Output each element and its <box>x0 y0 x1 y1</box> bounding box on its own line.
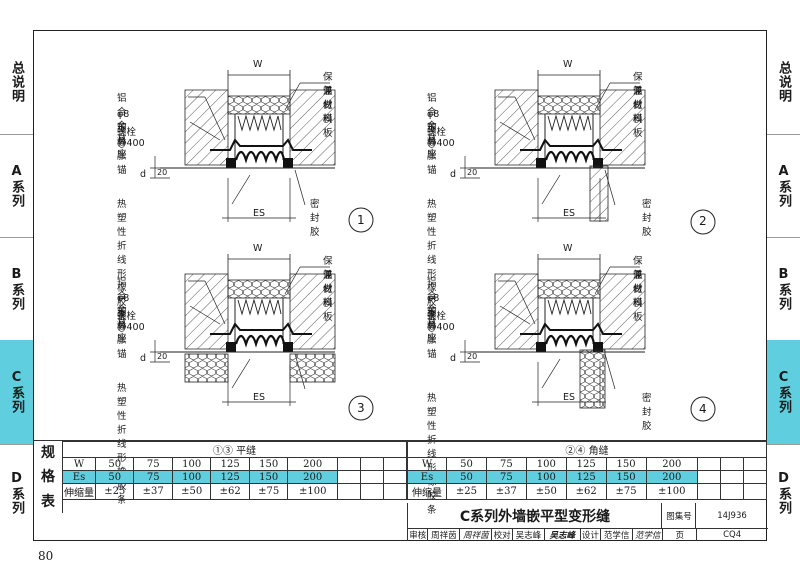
page-number: 80 <box>38 549 54 563</box>
label-insulation: 保温材料 <box>633 72 643 125</box>
label-w: W <box>563 59 573 70</box>
detail-1 <box>148 68 374 233</box>
label-formwork: 兼做模板 <box>323 270 333 323</box>
spec-corner-title: ②④ 角缝 <box>407 441 767 458</box>
side-tab-a[interactable]: A系列 <box>767 134 800 238</box>
detail-2 <box>458 68 716 235</box>
label-w: W <box>563 243 573 254</box>
side-tab-general[interactable]: 总说明 <box>0 30 33 135</box>
label-base: 铝合金基座 <box>117 93 127 160</box>
label-d: d <box>450 353 457 364</box>
drawing-frame <box>33 30 767 541</box>
side-tab-c[interactable]: C系列 <box>767 340 800 445</box>
label-20: 20 <box>467 168 478 177</box>
label-formwork: 兼做模板 <box>323 86 333 139</box>
detail-number: 3 <box>357 401 365 415</box>
label-d: d <box>450 169 457 180</box>
side-tab-d[interactable]: D系列 <box>9 470 24 515</box>
side-nav-right: 总说明 A系列 B系列 C系列 D系列 <box>767 30 800 541</box>
detail-4 <box>458 252 716 422</box>
label-anchor: φ8塑料胀锚 <box>117 109 130 176</box>
signature-row: 审核 周祥茵 周祥茵 校对 吴志峰 吴志峰 设计 范学信 范学信 页 CQ4 <box>407 528 767 541</box>
label-es: ES <box>253 392 266 403</box>
label-seal: 密封胶 <box>642 393 652 432</box>
detail-3 <box>148 252 374 421</box>
side-tab-a[interactable]: A系列 <box>0 134 33 238</box>
spec-table-label: 规 格 表 <box>34 440 63 513</box>
detail-number: 4 <box>699 402 707 416</box>
spec-top-rule <box>34 440 767 441</box>
title-block: C系列外墙嵌平型变形缝 图集号 14J936 审核 周祥茵 周祥茵 校对 吴志峰… <box>407 503 768 541</box>
label-es: ES <box>253 208 266 219</box>
label-es: ES <box>563 208 576 219</box>
label-bolt: 螺栓@400 <box>117 311 145 333</box>
side-nav-left: 总说明 A系列 B系列 C系列 D系列 <box>0 30 33 541</box>
label-w: W <box>253 59 263 70</box>
detail-number: 2 <box>699 214 707 228</box>
label-anchor: φ8塑料胀锚 <box>427 293 440 360</box>
label-20: 20 <box>467 352 478 361</box>
side-tab-c[interactable]: C系列 <box>0 340 33 445</box>
label-seal: 密封胶 <box>310 199 320 238</box>
label-d: d <box>140 353 147 364</box>
atlas-number: 14J936 <box>695 503 768 529</box>
side-tab-d[interactable]: D系列 <box>776 470 791 515</box>
label-insulation: 保温材料 <box>633 256 643 309</box>
label-w: W <box>253 243 263 254</box>
atlas-label: 图集号 <box>661 503 696 529</box>
label-strip: 热塑性折线形橡胶条 <box>427 199 437 322</box>
side-tab-general[interactable]: 总说明 <box>767 30 800 135</box>
label-formwork: 兼做模板 <box>633 86 643 139</box>
label-anchor: φ8塑料胀锚 <box>117 293 130 360</box>
label-base: 铝合金基座 <box>427 277 437 344</box>
label-anchor: φ8塑料胀锚 <box>427 109 440 176</box>
label-base: 铝合金基座 <box>117 277 127 344</box>
label-seal: 密封胶 <box>642 199 652 238</box>
label-bolt: 螺栓@400 <box>427 127 455 149</box>
label-strip: 热塑性折线形橡胶条 <box>117 199 127 322</box>
detail-number: 1 <box>357 213 365 227</box>
label-formwork: 兼做模板 <box>633 270 643 323</box>
label-d: d <box>140 169 147 180</box>
spec-flat-title: ①③ 平缝 <box>62 441 407 458</box>
label-es: ES <box>563 392 576 403</box>
drawing-title: C系列外墙嵌平型变形缝 <box>407 503 662 529</box>
label-20: 20 <box>157 168 168 177</box>
label-20: 20 <box>157 352 168 361</box>
label-insulation: 保温材料 <box>323 256 333 309</box>
label-insulation: 保温材料 <box>323 72 333 125</box>
label-bolt: 螺栓@400 <box>427 311 455 333</box>
label-bolt: 螺栓@400 <box>117 127 145 149</box>
label-base: 铝合金基座 <box>427 93 437 160</box>
